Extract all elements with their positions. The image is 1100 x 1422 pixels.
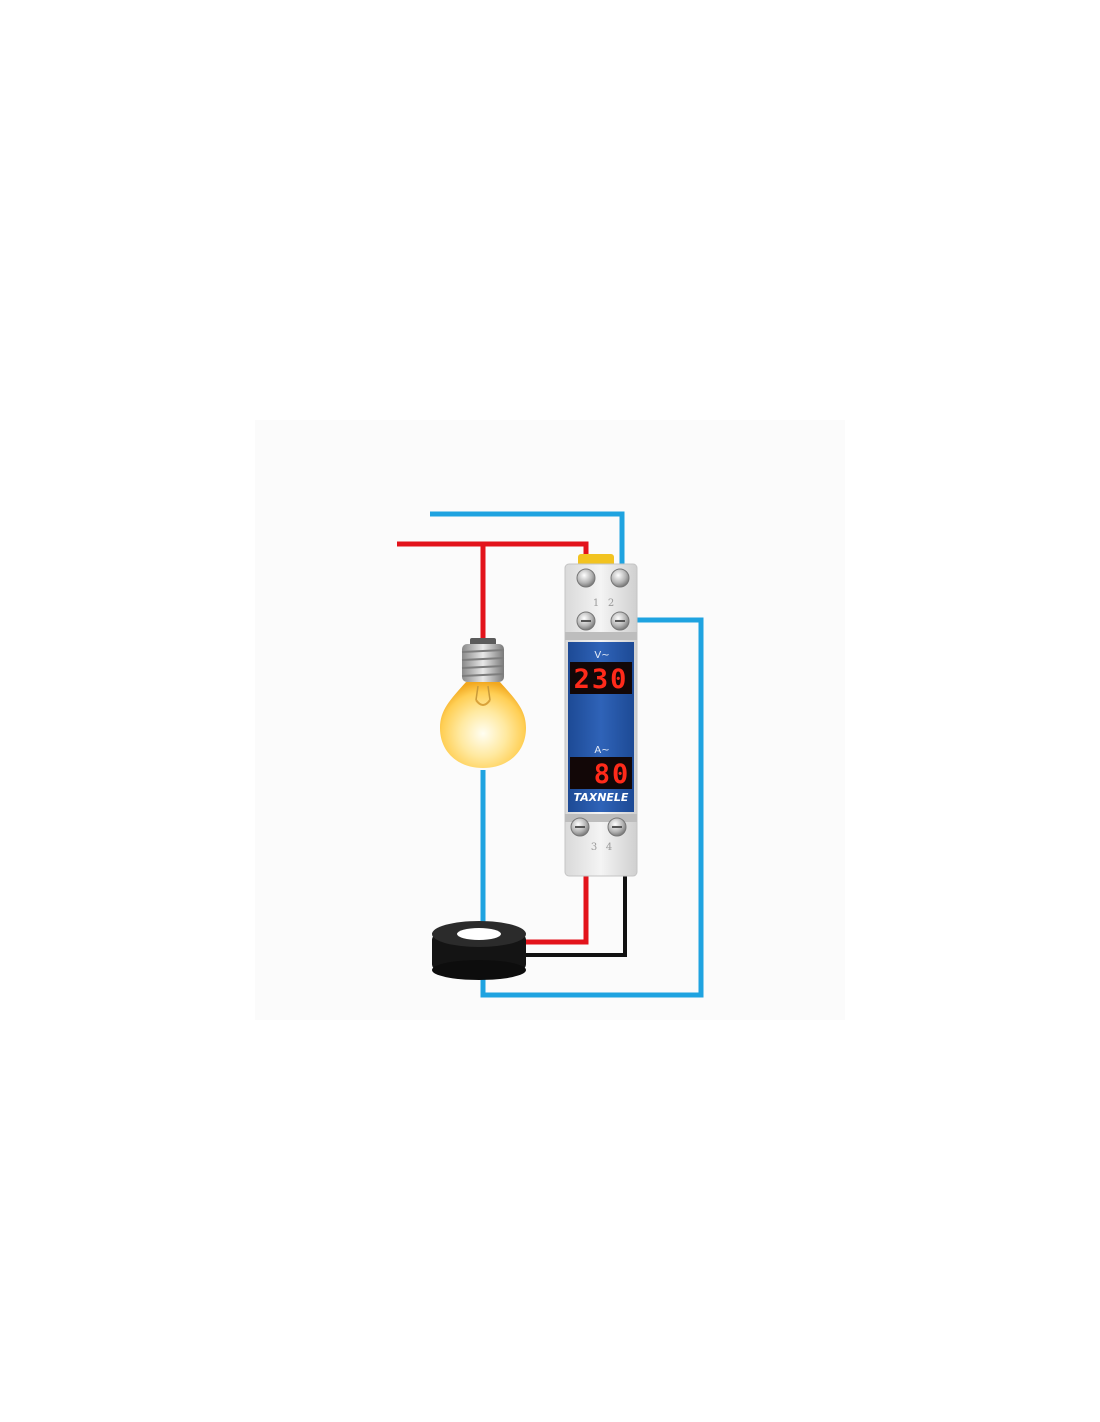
- light-bulb-icon: [440, 638, 526, 768]
- voltage-display: [570, 662, 632, 694]
- terminal-screw-icon: [570, 568, 630, 837]
- terminal-3-label: 3: [591, 842, 597, 853]
- brand-logo: TAXNELE: [574, 791, 629, 804]
- current-value: 80: [594, 759, 631, 790]
- current-transformer-icon: [432, 921, 526, 980]
- diagram-backdrop: [255, 420, 845, 1020]
- voltage-value: 230: [574, 664, 629, 695]
- current-display: [570, 757, 632, 789]
- current-label: A~: [594, 745, 609, 756]
- voltage-label: V~: [594, 650, 609, 661]
- terminal-4-label: 4: [606, 842, 612, 853]
- terminal-1-label: 1: [593, 598, 599, 609]
- terminal-2-label: 2: [608, 598, 614, 609]
- din-rail-meter-icon: 1 2 3 4 V~ 230 A~ 80 TAXNELE: [564, 554, 638, 877]
